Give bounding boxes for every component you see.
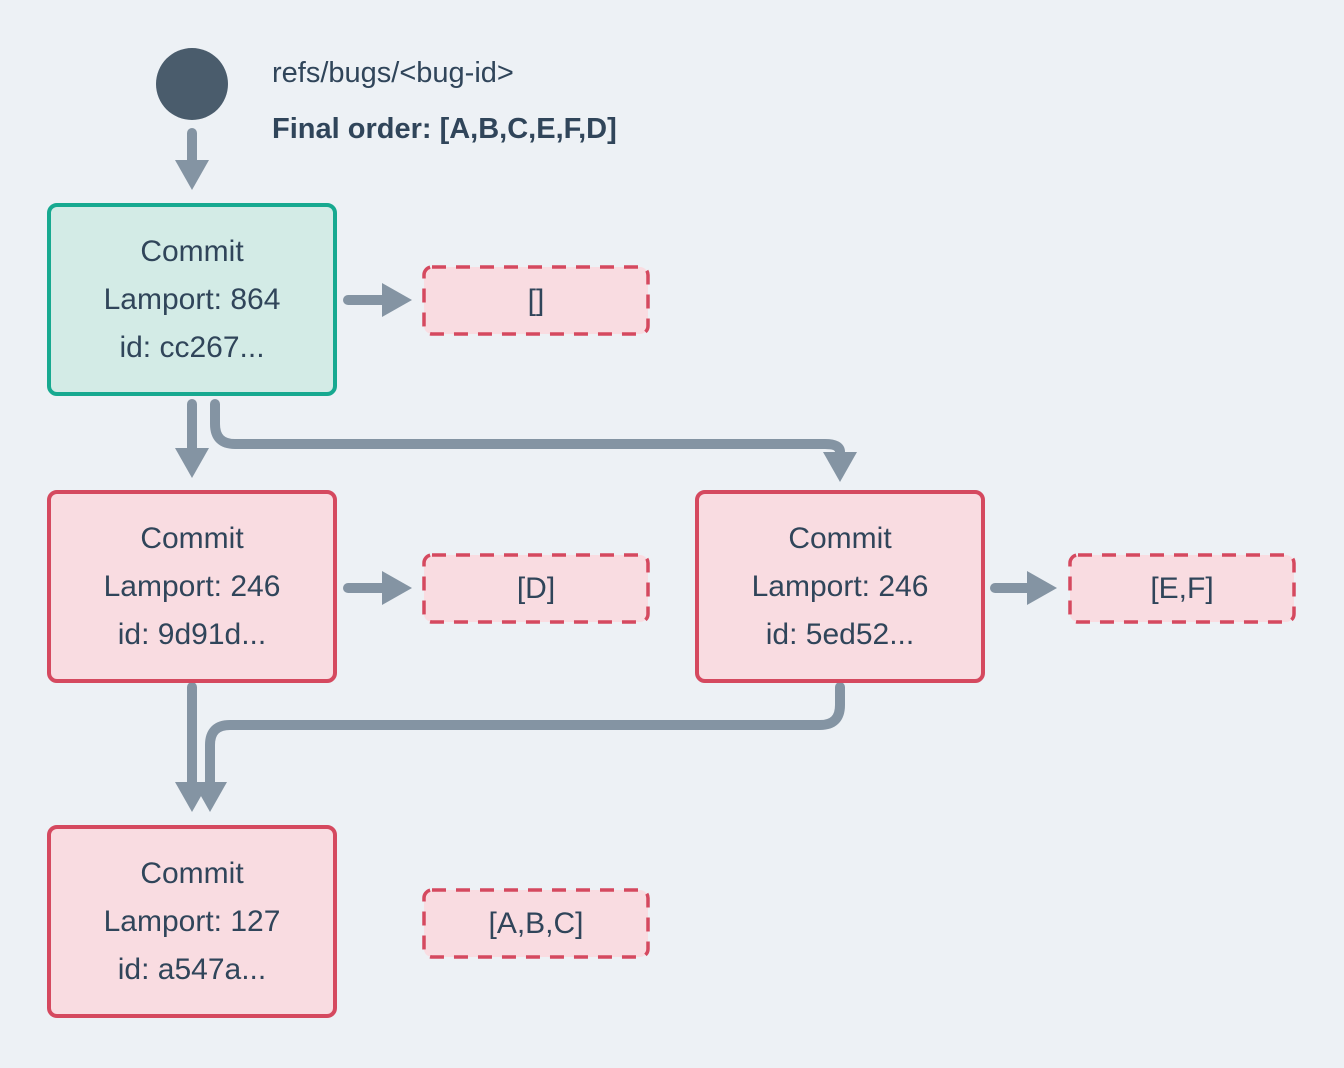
edge-right-to-merge (193, 682, 845, 812)
final-order-label: Final order: [A,B,C,E,F,D] (272, 113, 617, 145)
commit-lamport: Lamport: 246 (103, 569, 281, 603)
payload-value: [D] (516, 571, 556, 605)
payload-value: [E,F] (1150, 571, 1214, 605)
commit-lamport: Lamport: 127 (103, 904, 281, 938)
commit-node-merge: Commit Lamport: 127 id: a547a... (47, 825, 337, 1018)
commit-node-root: Commit Lamport: 864 id: cc267... (47, 203, 337, 396)
payload-box-merge: [A,B,C] (422, 888, 650, 959)
dashed-border (1068, 553, 1296, 624)
commit-lamport: Lamport: 246 (751, 569, 929, 603)
commit-title: Commit (140, 856, 244, 890)
payload-value: [A,B,C] (488, 906, 584, 940)
payload-box-right: [E,F] (1068, 553, 1296, 624)
commit-lamport: Lamport: 864 (103, 282, 281, 316)
commit-id: id: 9d91d... (117, 617, 267, 651)
commit-id: id: a547a... (117, 952, 267, 986)
payload-value: [] (527, 283, 545, 317)
dashed-border (422, 888, 650, 959)
commit-title: Commit (140, 234, 244, 268)
commit-id: id: cc267... (119, 330, 265, 364)
commit-title: Commit (140, 521, 244, 555)
dashed-border (422, 553, 650, 624)
commit-id: id: 5ed52... (765, 617, 915, 651)
commit-title: Commit (788, 521, 892, 555)
commit-node-right: Commit Lamport: 246 id: 5ed52... (695, 490, 985, 683)
payload-box-left: [D] (422, 553, 650, 624)
dashed-border (422, 265, 650, 336)
ref-head-circle (156, 48, 228, 120)
payload-box-root: [] (422, 265, 650, 336)
commit-node-left: Commit Lamport: 246 id: 9d91d... (47, 490, 337, 683)
edge-root-to-right (210, 399, 857, 482)
ref-label: refs/bugs/<bug-id> (272, 57, 514, 89)
